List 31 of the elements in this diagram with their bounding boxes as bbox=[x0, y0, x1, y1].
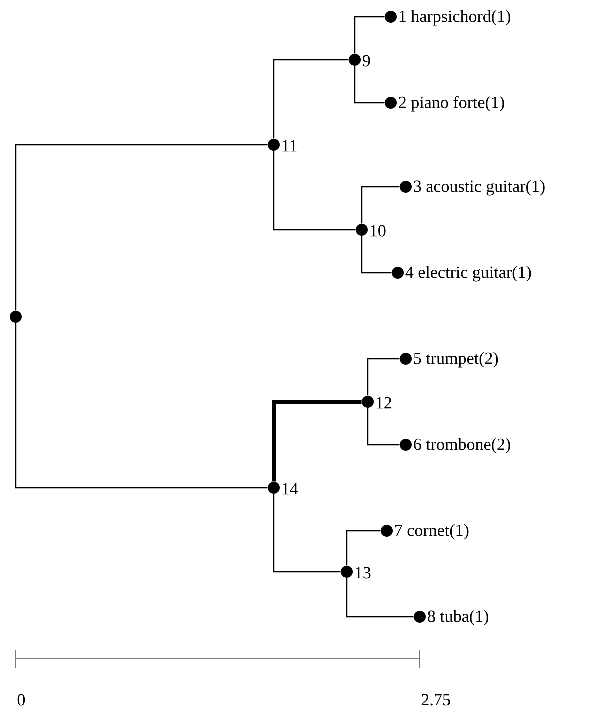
tree-branch bbox=[346, 578, 414, 618]
leaf-label: 7 cornet(1) bbox=[396, 524, 469, 540]
node-number: 13 bbox=[356, 567, 371, 579]
tree-node-dot bbox=[10, 311, 22, 323]
tree-branch bbox=[354, 16, 385, 54]
tree-branch bbox=[361, 236, 392, 274]
tree-branch bbox=[273, 59, 349, 139]
leaf-label: 1 harpsichord(1) bbox=[400, 10, 510, 26]
scale-value: 0 bbox=[18, 694, 26, 706]
node-number: 14 bbox=[282, 483, 298, 495]
node-number: 10 bbox=[370, 225, 386, 237]
tree-branch bbox=[354, 66, 385, 104]
tree-branch bbox=[346, 530, 381, 566]
tree-branch bbox=[273, 151, 356, 231]
tree-branch bbox=[273, 494, 341, 573]
node-number: 9 bbox=[362, 55, 370, 67]
leaf-label: 5 trumpet(2) bbox=[414, 352, 498, 368]
leaf-label: 4 electric guitar(1) bbox=[406, 266, 532, 282]
leaf-label: 2 piano forte(1) bbox=[399, 96, 504, 112]
tree-branch bbox=[15, 144, 268, 311]
node-number: 12 bbox=[376, 397, 392, 409]
tree-branch bbox=[272, 400, 362, 482]
tree-branch bbox=[367, 408, 400, 446]
tree-branch bbox=[367, 358, 400, 396]
scale-value: 2.75 bbox=[422, 694, 450, 706]
leaf-label: 8 tuba(1) bbox=[428, 610, 488, 626]
tree-branch bbox=[361, 186, 400, 224]
node-number: 11 bbox=[282, 140, 297, 152]
tree-branch bbox=[15, 323, 268, 489]
leaf-label: 6 trombone(2) bbox=[414, 438, 510, 454]
leaf-label: 3 acoustic guitar(1) bbox=[414, 180, 545, 196]
